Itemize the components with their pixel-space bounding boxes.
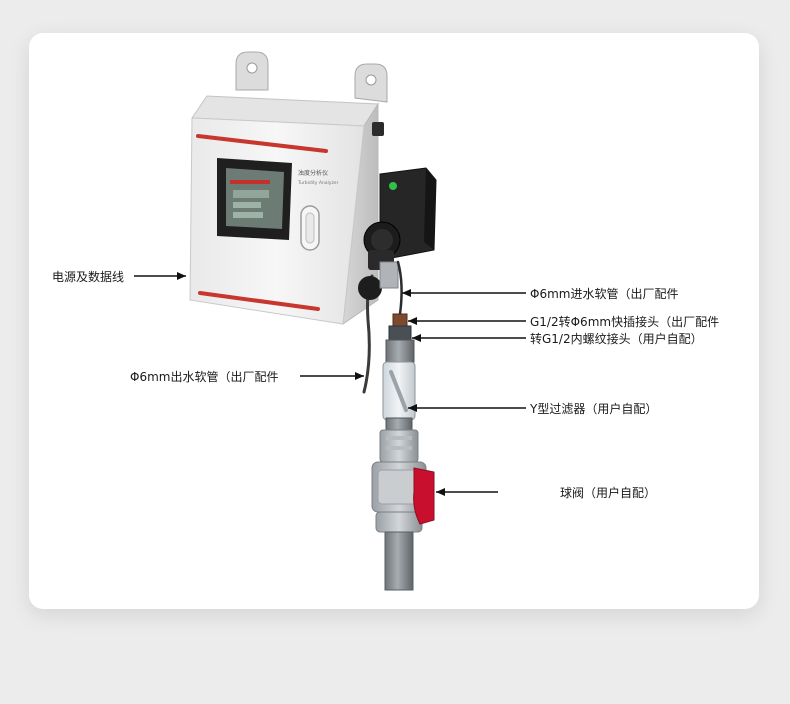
pipe-union [379,429,419,463]
mounting-bracket-left [235,51,269,91]
status-led [389,182,397,190]
accent-stripe-top [196,134,328,153]
panel-title: 浊度分析仪 [298,169,328,177]
display-screen [217,158,292,240]
valve-handle[interactable] [413,467,435,525]
door-latch[interactable] [300,205,320,251]
quick-connector [388,313,412,341]
accent-stripe-bottom [198,291,320,311]
panel-subtitle: Turbidity Analyzer [297,180,339,186]
label-ball-valve: 球阀（用户自配） [560,485,656,500]
flow-cell-assembly [358,167,437,300]
label-power-data-cable: 电源及数据线 [52,269,124,284]
label-thread-adapter: 转G1/2内螺纹接头（用户自配） [530,331,703,346]
lower-pipe [384,531,414,591]
y-filter [382,361,416,431]
vent-plug [372,122,384,136]
label-outlet-tube: Φ6mm出水软管（出厂配件 [130,369,278,384]
inlet-tube [396,260,403,316]
label-quick-connector: G1/2转Φ6mm快插接头（出厂配件 [530,314,719,329]
ball-valve[interactable] [371,461,435,533]
mounting-bracket-right [354,63,388,103]
label-inlet-tube: Φ6mm进水软管（出厂配件 [530,286,678,301]
label-y-filter: Y型过滤器（用户自配） [529,401,657,416]
thread-adapter [385,339,415,363]
cable-gland [358,276,382,300]
